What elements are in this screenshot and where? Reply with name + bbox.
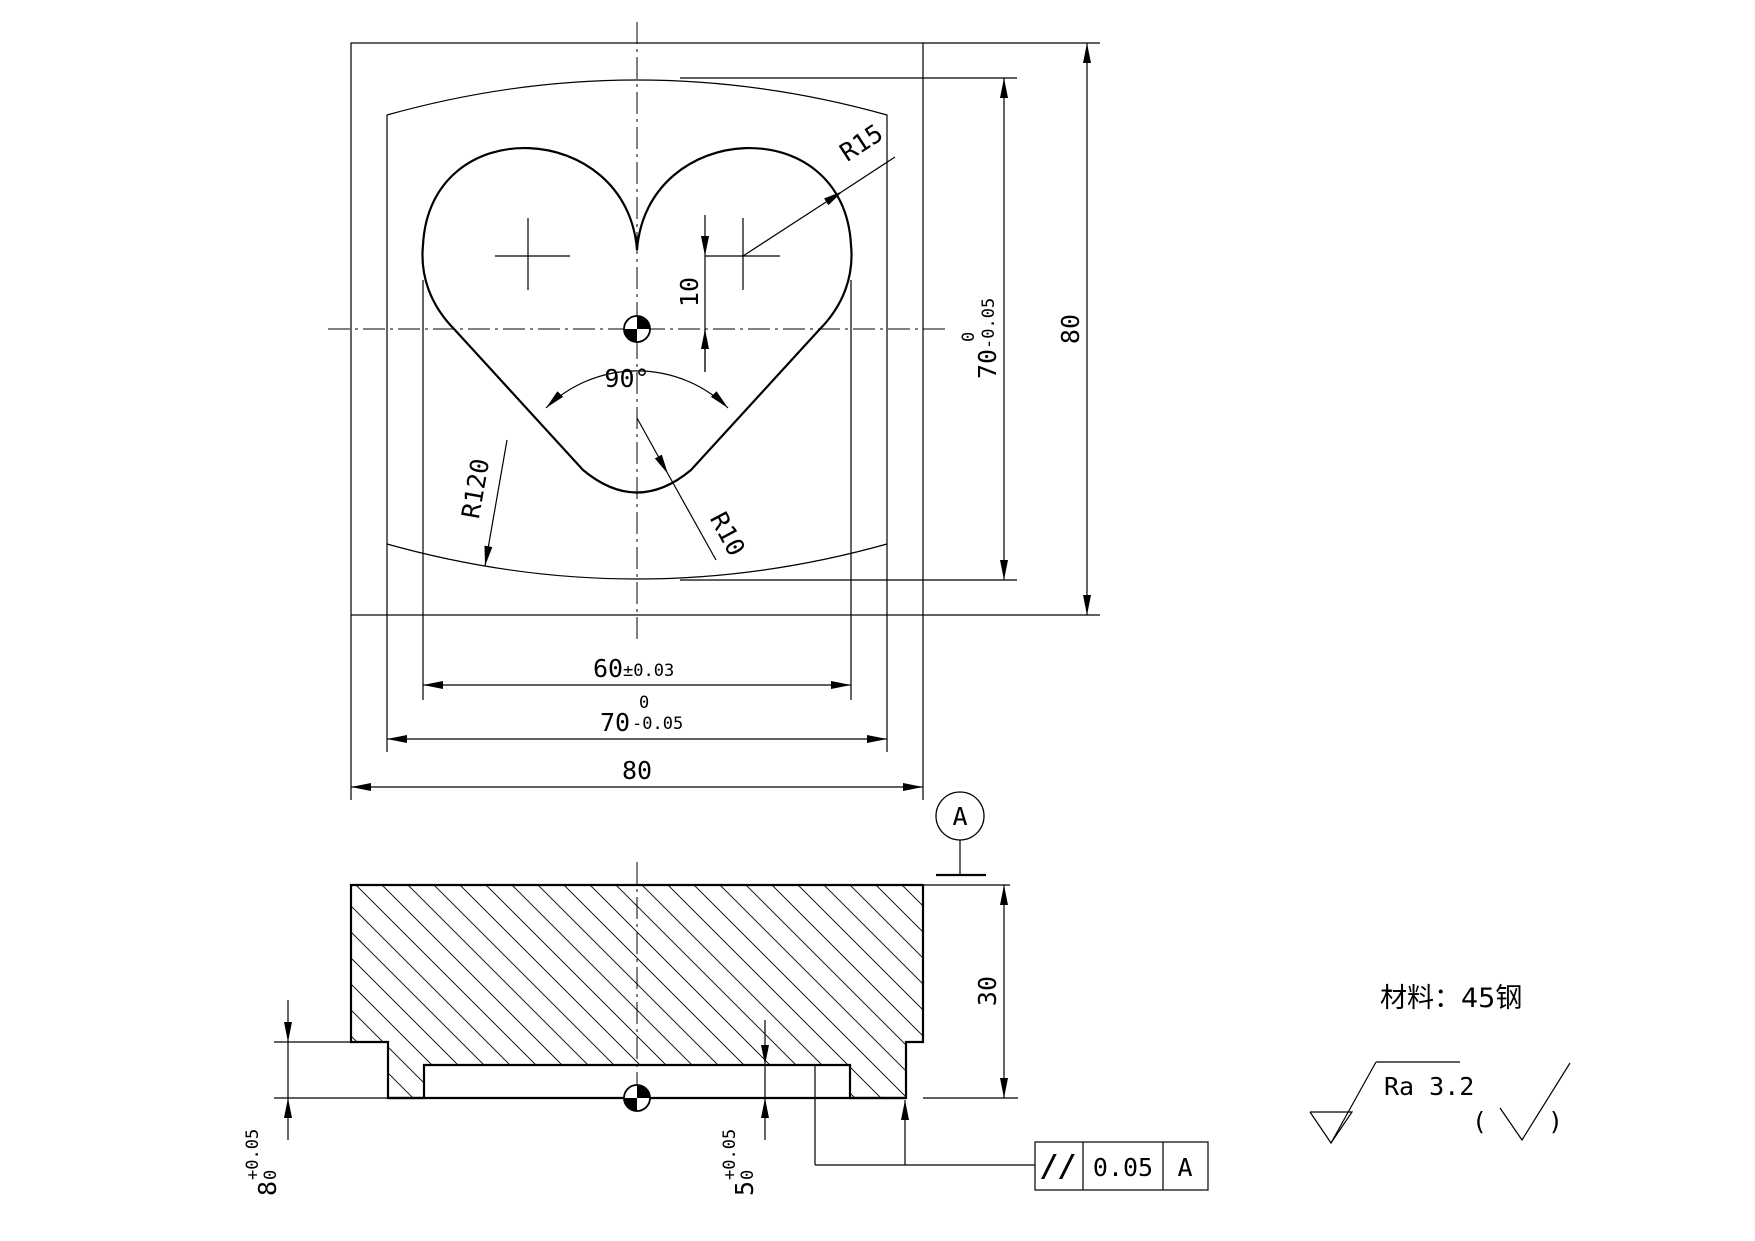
check-mark-icon: [1499, 1062, 1571, 1142]
dim-height-inner-tol-lower: -0.05: [979, 298, 999, 349]
dim-pocket-depth: 5 +0.05 0: [720, 1020, 769, 1196]
hatch-line: [901, 885, 923, 1098]
dim-step-depth: 8 +0.05 0: [243, 1000, 388, 1196]
dim-pocket-depth-tol-lower: 0: [738, 1170, 758, 1180]
dim-step-depth-tol-lower: 0: [261, 1170, 281, 1180]
dim-pocket-depth-tol-upper: +0.05: [720, 1129, 740, 1180]
hatch-line: [875, 885, 923, 1098]
dim-step-depth-label: 8: [253, 1181, 282, 1196]
hatch-line: [928, 885, 1158, 1115]
notes: 材料：45钢 Ra 3.2 ( ): [1309, 983, 1571, 1145]
dim-radius-arc-label: R120: [456, 456, 495, 520]
hatch-line: [823, 885, 923, 1098]
hatch-line: [351, 885, 483, 1098]
section-center-mark-icon: [623, 1084, 651, 1112]
dim-height-inner-tol-upper: 0: [959, 332, 979, 342]
dim-width-inner: 70 0 -0.05: [386, 544, 888, 752]
roughness-value: Ra 3.2: [1384, 1072, 1474, 1101]
section-view: A 30 8 +0.05 0: [243, 791, 1366, 1196]
datum-label: A: [952, 802, 967, 831]
dim-offset: 10: [675, 215, 709, 372]
dim-width-inner-label: 70: [600, 708, 630, 737]
dim-heart-width-label: 60: [593, 654, 623, 683]
hatch-line: [563, 885, 795, 1098]
material-note: 材料：45钢: [1380, 983, 1522, 1014]
hatch-line: [511, 885, 743, 1098]
dim-radius-lobe-label: R15: [835, 118, 889, 167]
dim-angle: 90°: [545, 364, 729, 409]
hatch-line: [797, 885, 923, 1098]
dim-offset-label: 10: [675, 277, 704, 307]
center-mark-icon: [623, 315, 651, 343]
hatch-line: [1058, 885, 1288, 1115]
lobe-center-right: [705, 218, 780, 290]
hatch-line: [615, 885, 847, 1098]
lobe-center-left: [495, 218, 570, 290]
hatch-line: [433, 885, 665, 1098]
tolerance-value: 0.05: [1093, 1153, 1153, 1182]
hatch-line: [771, 885, 923, 1098]
hatch-line: [351, 885, 535, 1098]
hatch-line: [351, 885, 431, 1098]
top-view: 80 70 0 -0.05 60 ±0.03 80: [328, 22, 1100, 800]
dim-radius-arc: R120: [456, 439, 508, 567]
hatch-line: [589, 885, 821, 1098]
hatch-line: [407, 885, 639, 1098]
dim-radius-lobe: R15: [742, 118, 896, 257]
hatch-line: [485, 885, 717, 1098]
dim-heart-width-tol: ±0.03: [623, 661, 674, 681]
datum-symbol: A: [923, 791, 1010, 886]
dim-section-height: 30: [923, 885, 1018, 1099]
dim-width-inner-tol-lower: -0.05: [632, 714, 683, 734]
dim-height-inner: 70 0 -0.05: [680, 77, 1017, 581]
dim-heart-width: 60 ±0.03: [422, 280, 852, 700]
dim-section-height-label: 30: [973, 976, 1002, 1006]
dim-width-inner-tol-upper: 0: [639, 693, 649, 713]
roughness-other-open: (: [1472, 1107, 1487, 1136]
hatch-line: [745, 885, 923, 1098]
dim-radius-tip-label: R10: [704, 507, 751, 560]
hatch-line: [667, 885, 899, 1098]
hatch-line: [537, 885, 769, 1098]
hatch-line: [980, 885, 1210, 1115]
roughness-symbol-icon: [1309, 1061, 1460, 1145]
hatch-line: [641, 885, 873, 1098]
dim-step-depth-tol-upper: +0.05: [243, 1129, 263, 1180]
hatch-line: [351, 885, 509, 1098]
hatch-line: [1006, 885, 1236, 1115]
hatch-line: [1084, 885, 1314, 1115]
hatch-line: [1110, 885, 1340, 1115]
hatch-line: [459, 885, 691, 1098]
dim-height-outer-label: 80: [1056, 314, 1085, 344]
hatch-line: [355, 885, 587, 1098]
hatch-line: [1032, 885, 1262, 1115]
hatch-line: [351, 885, 561, 1098]
dim-pocket-depth-label: 5: [730, 1181, 759, 1196]
dim-angle-label: 90°: [604, 364, 649, 393]
dim-width-outer-label: 80: [622, 756, 652, 785]
hatch-line: [693, 885, 923, 1098]
tolerance-datum: A: [1177, 1153, 1192, 1182]
dim-height-inner-label: 70: [973, 349, 1002, 379]
hatch-line: [849, 885, 923, 1098]
section-hatching: [351, 885, 1366, 1115]
roughness-other-close: ): [1548, 1107, 1563, 1136]
hatch-line: [351, 885, 457, 1098]
hatch-line: [1136, 885, 1366, 1115]
hatch-line: [381, 885, 613, 1098]
tolerance-frame: // 0.05 A: [814, 1065, 1209, 1191]
dim-height-outer: 80: [923, 42, 1100, 616]
dim-width-outer: 80: [350, 615, 924, 800]
hatch-line: [719, 885, 923, 1098]
tolerance-symbol: //: [1041, 1149, 1077, 1184]
section-outline: [349, 883, 925, 1100]
